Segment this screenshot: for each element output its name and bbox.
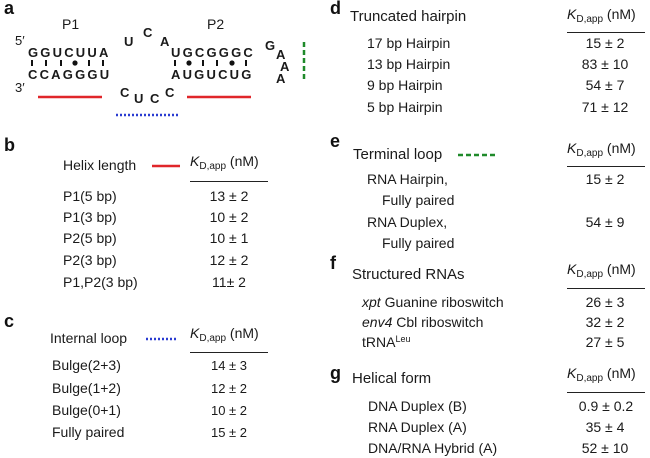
- row-value: 14 ± 3: [210, 358, 248, 373]
- loop-nt: C: [150, 91, 160, 106]
- row-label: 5 bp Hairpin: [367, 99, 443, 115]
- row-value: 13 ± 2: [209, 188, 249, 204]
- header-rule: [567, 392, 645, 393]
- loop-nt: C: [165, 85, 175, 100]
- row-label: 17 bp Hairpin: [367, 35, 451, 51]
- row-value: 10 ± 1: [209, 230, 249, 246]
- row-value: 71 ± 12: [581, 99, 629, 115]
- p1-top-strand: GGUCUUA: [28, 45, 111, 60]
- row-value: 12 ± 2: [210, 381, 248, 396]
- row-label: Bulge(0+1): [52, 402, 121, 418]
- hairpin-nt: G: [265, 38, 276, 53]
- header-rule: [567, 288, 645, 289]
- kd-header: KD,app (nM): [190, 153, 259, 172]
- loop-nt: U: [124, 34, 134, 49]
- row-label: P2(5 bp): [63, 230, 117, 246]
- hairpin-nt: A: [276, 47, 286, 62]
- row-label: DNA/RNA Hybrid (A): [368, 440, 498, 456]
- row-label: 13 bp Hairpin: [367, 56, 451, 72]
- terminal-loop-header: Terminal loop: [353, 146, 443, 163]
- row-value: 35 ± 4: [585, 419, 625, 435]
- row-label: xpt Guanine riboswitch: [362, 294, 504, 310]
- kd-header: KD,app (nM): [567, 6, 636, 25]
- loop-nt: U: [134, 91, 144, 106]
- row-value: 0.9 ± 0.2: [578, 398, 634, 414]
- five-prime-label: 5′: [15, 33, 25, 48]
- internal-loop-header: Internal loop: [50, 330, 128, 346]
- internal-loop-legend-line: [146, 337, 176, 341]
- terminal-loop-legend-line: [458, 153, 498, 157]
- row-label: P1(5 bp): [63, 188, 117, 204]
- row-value: 10 ± 2: [209, 209, 249, 225]
- row-value: 27 ± 5: [585, 334, 625, 350]
- row-label: P1(3 bp): [63, 209, 117, 225]
- row-label: RNA Duplex (A): [368, 419, 467, 435]
- loop-nt: A: [160, 34, 170, 49]
- loop-nt: C: [143, 25, 153, 40]
- structured-rnas-header: Structured RNAs: [352, 266, 465, 283]
- panel-d-letter: d: [330, 0, 341, 18]
- hairpin-nt: A: [276, 71, 286, 86]
- header-rule: [567, 166, 645, 167]
- row-value: 10 ± 2: [210, 403, 248, 418]
- row-label: Fully paired: [52, 424, 125, 440]
- row-label-cont: Fully paired: [382, 192, 455, 208]
- row-label: DNA Duplex (B): [368, 398, 467, 414]
- row-label: 9 bp Hairpin: [367, 77, 443, 93]
- row-value: 15 ± 2: [210, 425, 248, 440]
- row-label: P1,P2(3 bp): [63, 274, 138, 290]
- row-label: P2(3 bp): [63, 252, 117, 268]
- row-label: RNA Duplex,: [367, 214, 448, 230]
- row-label: Bulge(1+2): [52, 380, 121, 396]
- row-value: 15 ± 2: [585, 35, 625, 51]
- panel-b-letter: b: [4, 135, 15, 155]
- truncated-hairpin-header: Truncated hairpin: [350, 8, 467, 25]
- hairpin-nt: A: [280, 59, 290, 74]
- row-value: 54 ± 9: [585, 214, 625, 230]
- header-rule: [190, 181, 268, 182]
- row-label: Bulge(2+3): [52, 357, 121, 373]
- p2-bottom-strand: AUGUCUG: [171, 67, 254, 82]
- p1-label: P1: [62, 16, 80, 32]
- helix-legend-line: [152, 164, 180, 168]
- row-value: 15 ± 2: [585, 171, 625, 187]
- row-value: 52 ± 10: [581, 440, 629, 456]
- row-value: 83 ± 10: [581, 56, 629, 72]
- panel-g-letter: g: [330, 363, 341, 383]
- base-pair-diagram: [31, 42, 306, 117]
- gu-dots: [72, 60, 235, 66]
- panel-c-letter: c: [4, 311, 15, 331]
- p1-bottom-strand: CCAGGGU: [28, 67, 112, 82]
- kd-header: KD,app (nM): [567, 140, 636, 159]
- row-value: 32 ± 2: [585, 314, 625, 330]
- p1-pair-lines: [31, 60, 247, 66]
- row-value: 54 ± 7: [585, 77, 625, 93]
- row-value: 12 ± 2: [209, 252, 249, 268]
- panel-f-letter: f: [330, 253, 336, 273]
- kd-header: KD,app (nM): [567, 261, 636, 280]
- panel-e-letter: e: [330, 131, 341, 151]
- row-label: env4 Cbl riboswitch: [362, 314, 484, 330]
- helical-form-header: Helical form: [352, 370, 432, 387]
- row-label-cont: Fully paired: [382, 235, 455, 251]
- loop-nt: C: [120, 85, 130, 100]
- header-rule: [567, 32, 645, 33]
- kd-header: KD,app (nM): [190, 325, 259, 344]
- kd-header: KD,app (nM): [567, 365, 636, 384]
- row-label: tRNALeu: [362, 334, 411, 350]
- helix-length-header: Helix length: [63, 157, 137, 173]
- row-value: 11± 2: [212, 274, 246, 290]
- panel-a-letter: a: [4, 0, 15, 18]
- p2-top-strand: UGCGGGC: [171, 45, 256, 60]
- three-prime-label: 3′: [15, 80, 25, 95]
- p2-label: P2: [207, 16, 225, 32]
- header-rule: [190, 352, 268, 353]
- row-label: RNA Hairpin,: [367, 171, 448, 187]
- row-value: 26 ± 3: [585, 294, 625, 310]
